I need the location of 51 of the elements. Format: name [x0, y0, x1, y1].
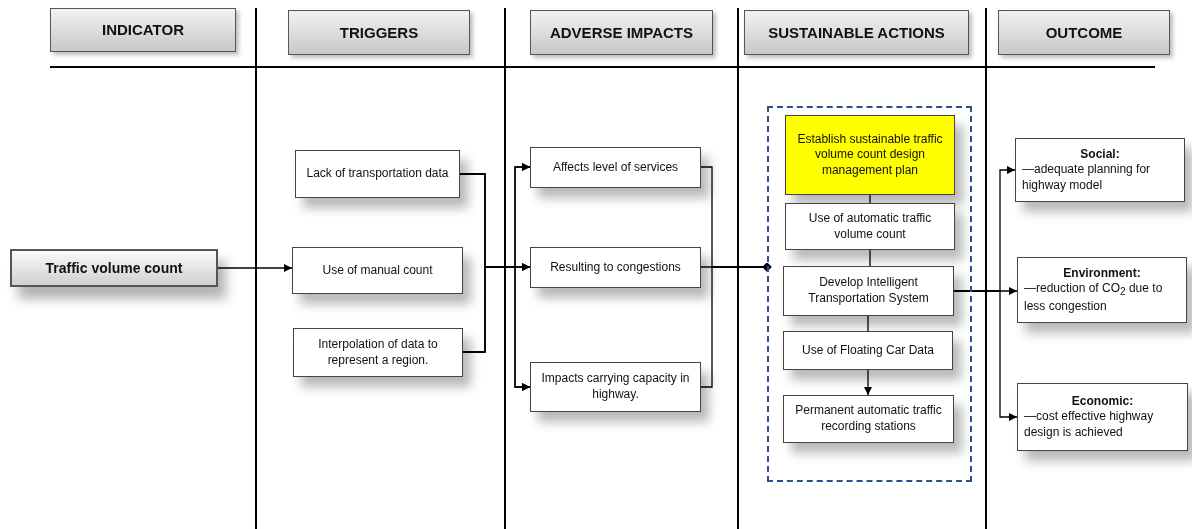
process-box [783, 266, 954, 316]
box-label: Use of Floating Car Data [801, 342, 935, 359]
process-box [292, 247, 463, 294]
box-label: Permanent automatic traffic recording stations [794, 403, 943, 435]
process-box [783, 331, 953, 370]
arrow [953, 290, 1018, 421]
column-header [288, 10, 470, 55]
highlighted-box [785, 115, 955, 195]
box-label: Affects level of services [552, 159, 679, 176]
connector-line [869, 249, 871, 267]
box-label: Use of manual count [322, 262, 433, 279]
dashed-group-box [767, 106, 972, 482]
connector-line [867, 315, 869, 332]
arrow [217, 264, 293, 272]
box-label: Lack of transportation data [306, 166, 449, 182]
outcome-box [1017, 383, 1188, 451]
box-label: Establish sustainable traffic volume count design management plan [796, 131, 944, 179]
box-label: Interpolation of data to represent a region. [317, 336, 439, 369]
process-box [530, 247, 701, 288]
outcome-box [1017, 257, 1187, 323]
process-box [785, 203, 955, 250]
process-box [530, 362, 701, 412]
process-box [295, 150, 460, 198]
connector-line [869, 194, 871, 204]
outcome-description: —reduction of CO$_{2}$ due to less congestion [1024, 281, 1164, 315]
outcome-description: —adequate planning for highway model [1022, 162, 1152, 194]
box-label: OUTCOME [1045, 22, 1123, 43]
box-label: Develop Intelligent Transportation System [807, 275, 930, 307]
box-label: Traffic volume count [45, 258, 183, 278]
arrow [462, 266, 531, 391]
outcome-title: Social: [1079, 146, 1121, 163]
column-header [998, 10, 1170, 55]
column-header [530, 10, 713, 55]
indicator-box [10, 249, 218, 287]
outcome-description: —cost effective highway design is achieved [1024, 409, 1155, 441]
outcome-title: Economic: [1070, 393, 1135, 410]
box-label: INDICATOR [102, 20, 184, 40]
box-label: Impacts carrying capacity in highway. [540, 371, 691, 403]
box-label: SUSTAINABLE ACTIONS [768, 22, 945, 43]
process-box [530, 147, 701, 188]
process-box [783, 395, 954, 443]
process-box [293, 328, 463, 377]
outcome-title: Environment: [1062, 265, 1142, 282]
box-label: TRIGGERS [339, 22, 419, 43]
box-label: Resulting to congestions [550, 259, 681, 276]
column-header [50, 8, 236, 52]
arrow [864, 369, 872, 396]
box-label: Use of automatic traffic volume count [807, 210, 933, 243]
column-header [744, 10, 969, 55]
outcome-box [1015, 138, 1185, 202]
box-label: ADVERSE IMPACTS [549, 22, 694, 43]
